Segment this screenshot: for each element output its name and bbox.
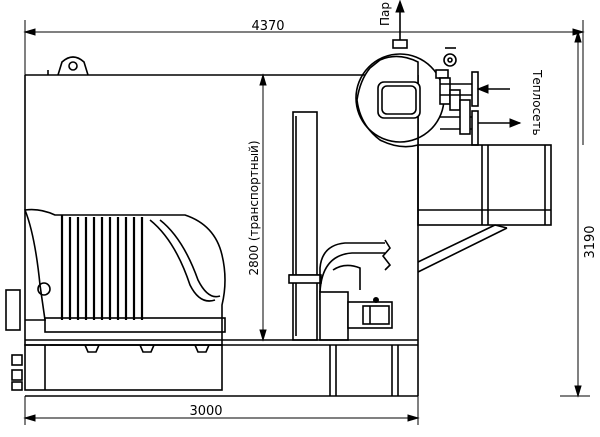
heating-network-pipes: Теплосеть [440,69,544,146]
dimension-total-height: 3190 [560,30,598,398]
base-frame [25,330,419,397]
dimension-transport-height: 2800 (транспортный) [247,73,267,342]
steam-outlet: Пар [378,0,408,49]
dimension-total-height-label: 3190 [583,225,598,258]
dimension-base-width: 3000 [23,396,420,425]
dimension-base-width-label: 3000 [189,404,222,419]
fan-duct [319,239,393,341]
dimension-total-width-label: 4370 [251,19,284,34]
dimension-transport-height-label: 2800 (транспортный) [247,140,261,275]
boiler-sections [5,208,226,391]
support-frame [417,144,552,273]
steam-label: Пар [378,2,392,26]
heating-network-label: Теплосеть [530,69,544,136]
smoke-pipe [288,111,322,341]
steam-drum [355,47,461,148]
dimension-total-width: 4370 [23,19,585,145]
